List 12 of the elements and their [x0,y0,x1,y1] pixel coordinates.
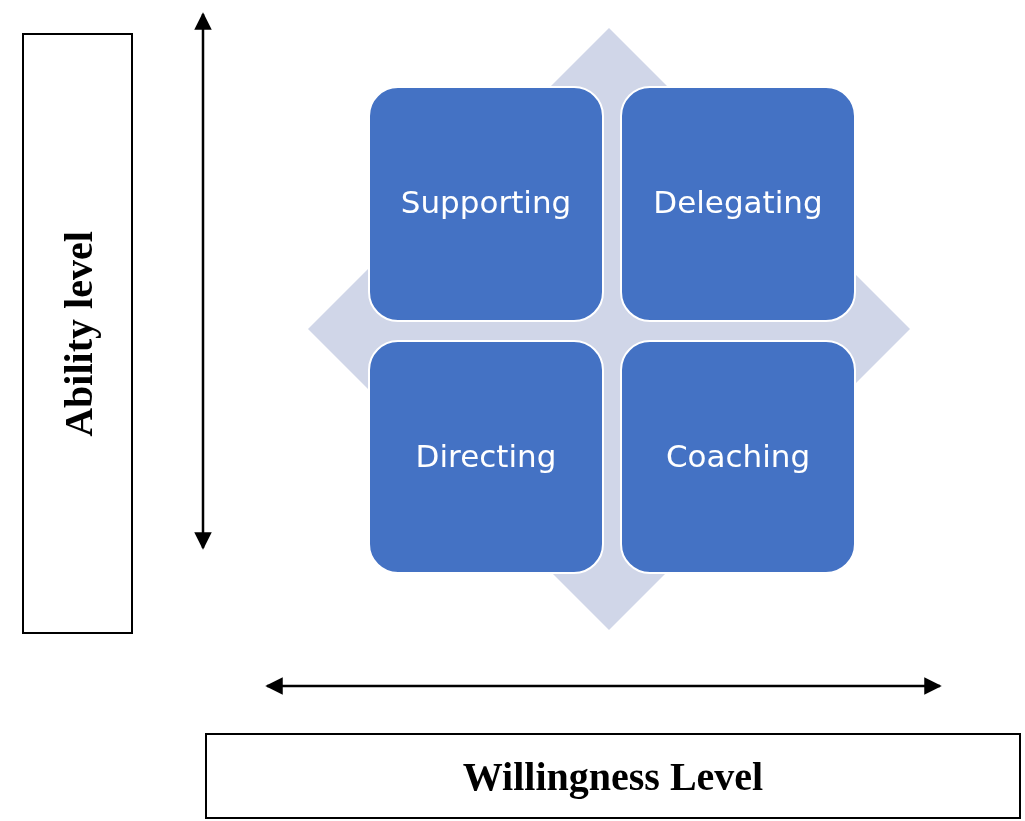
quadrant-label: Directing [414,438,558,474]
quadrant-box [368,86,604,322]
quadrant-label: Supporting [399,184,573,220]
quadrant-box [620,340,856,574]
axis-title: Willingness Level [462,753,764,800]
axis-label-box [22,33,133,634]
quadrant-label: Coaching [664,438,812,474]
quadrant-box [620,86,856,322]
axis-label-box [205,733,1021,819]
quadrant-box [368,340,604,574]
axis-title: Ability level [54,230,101,437]
quadrant-label: Delegating [652,184,824,220]
